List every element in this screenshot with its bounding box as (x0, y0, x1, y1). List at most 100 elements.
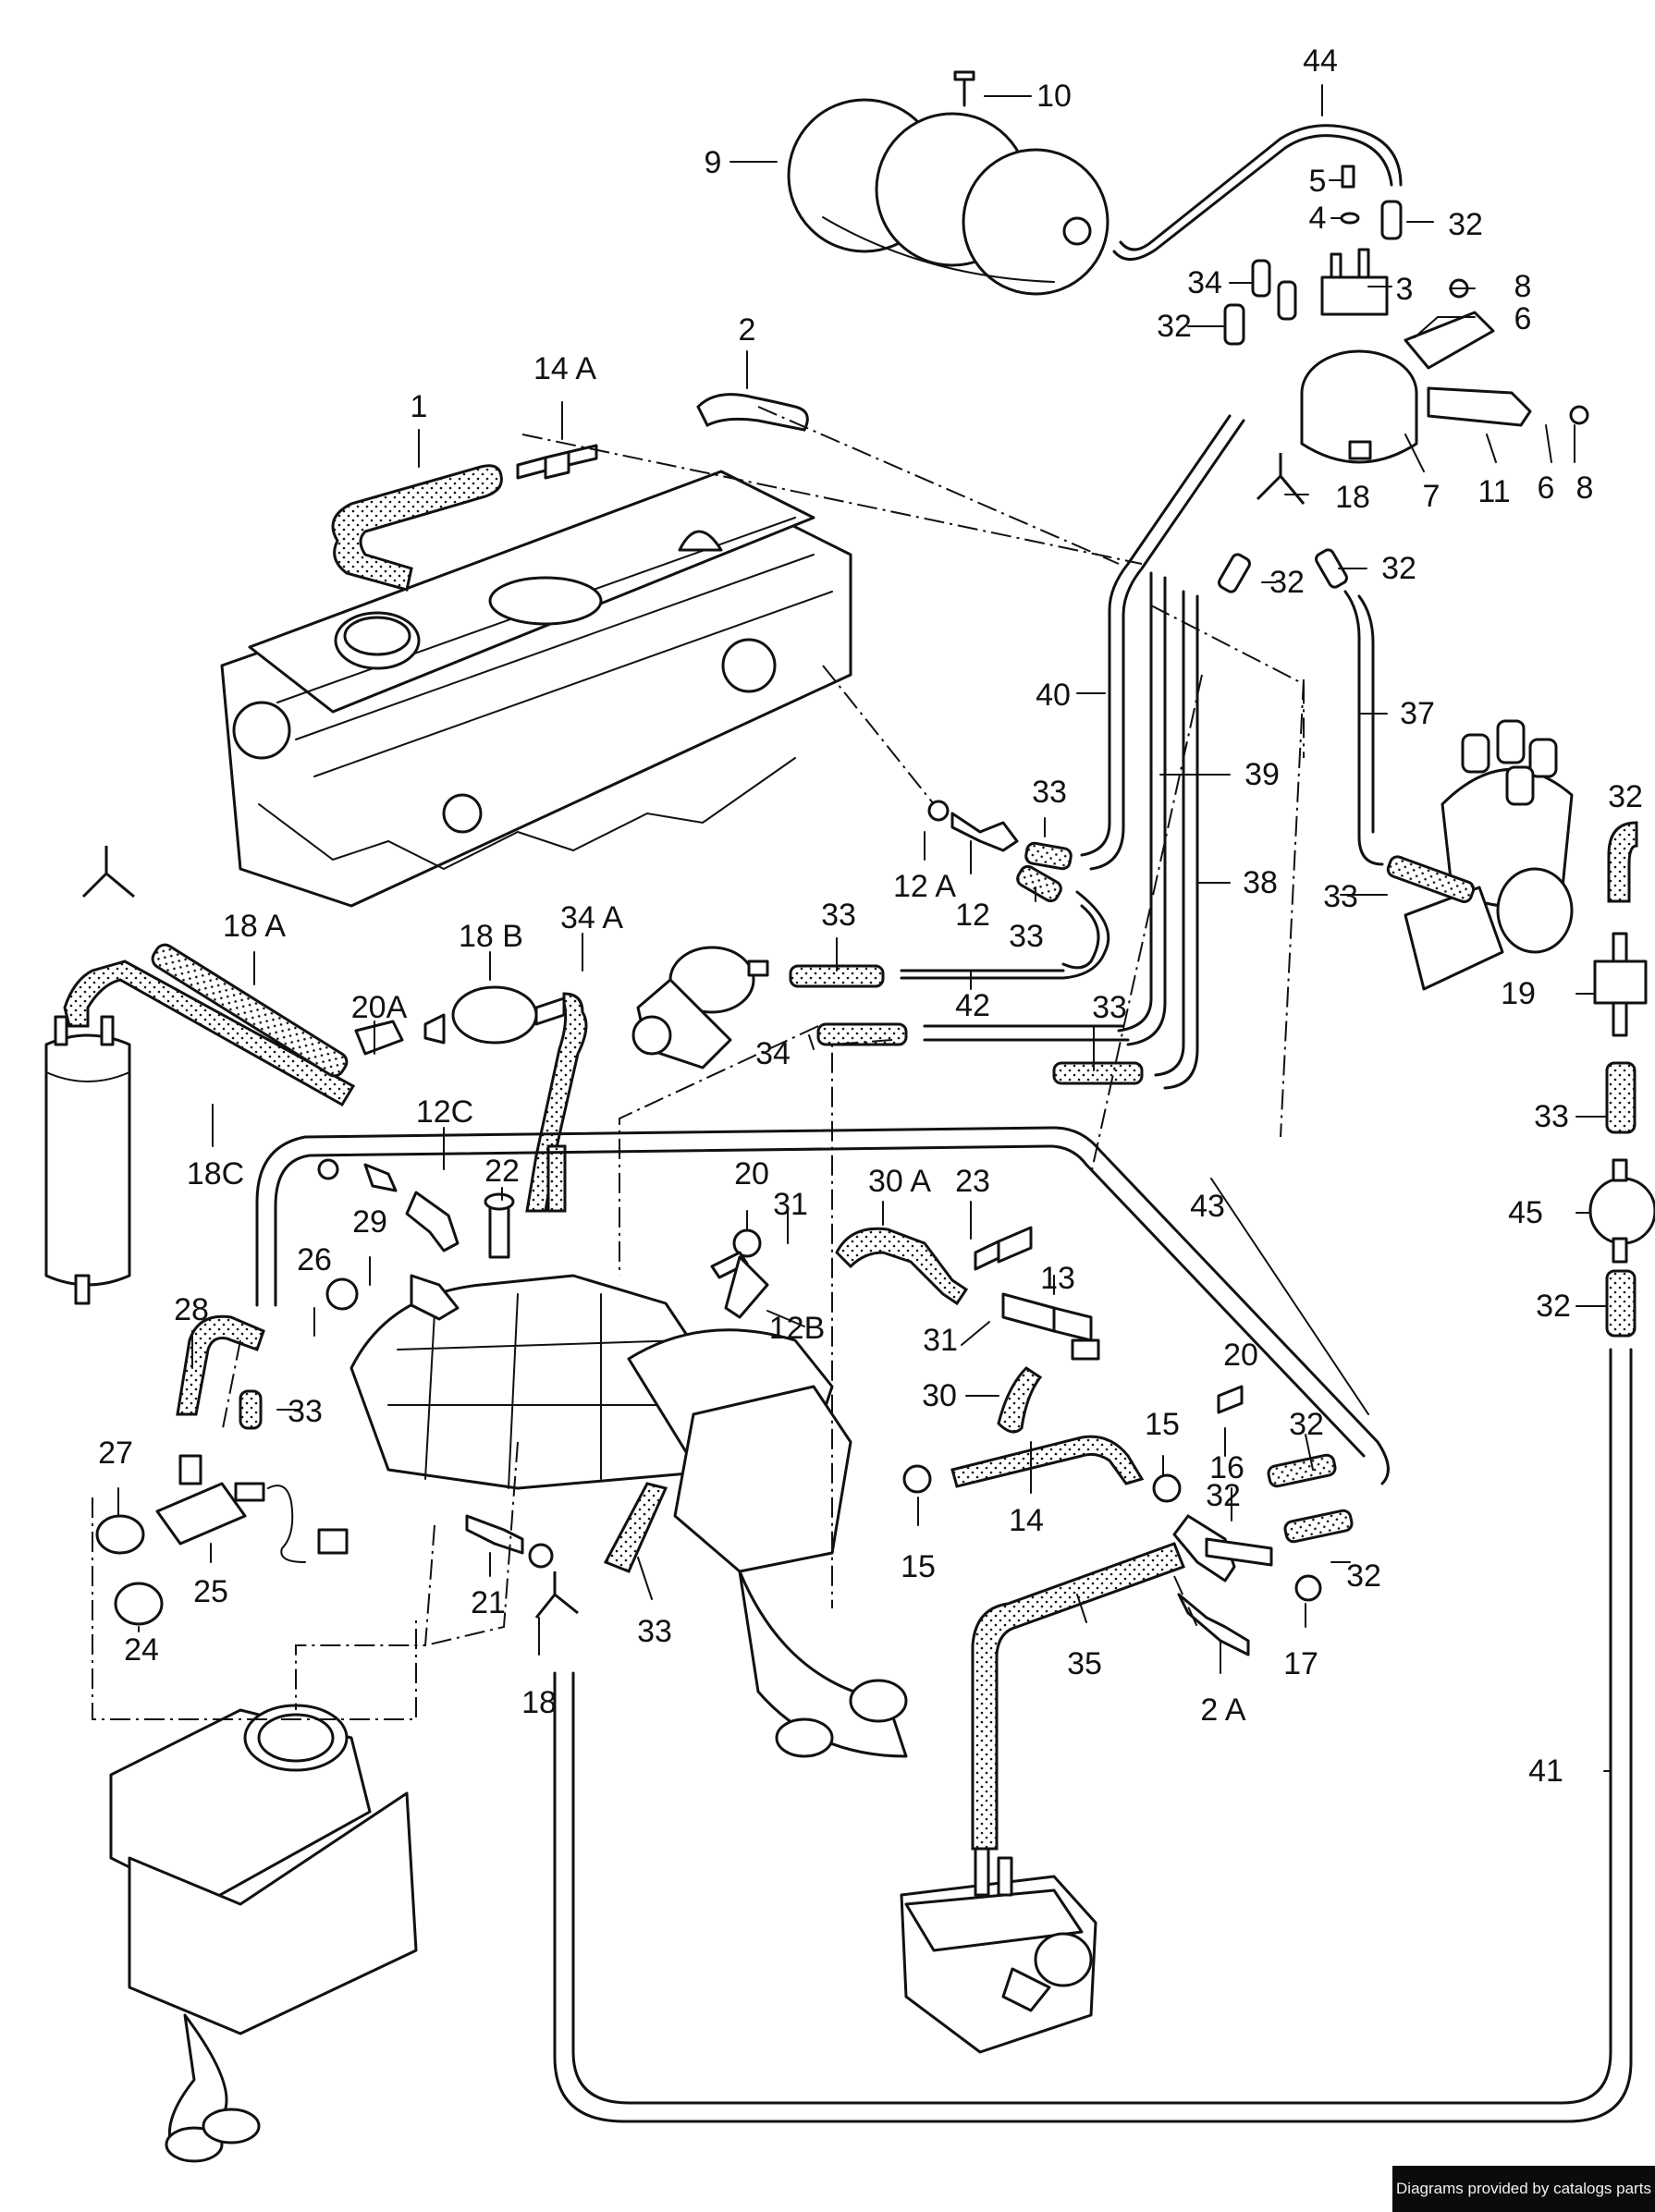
callout-10: 10 (1036, 79, 1072, 114)
callout-24: 24 (124, 1632, 159, 1668)
callout-8-lower: 8 (1575, 471, 1594, 506)
callout-34-middle: 34 (755, 1036, 791, 1071)
callout-16: 16 (1209, 1450, 1244, 1485)
credit-banner: Diagrams provided by catalogs parts (1392, 2166, 1655, 2212)
callout-31-left: 31 (773, 1187, 808, 1222)
callout-33-middle: 33 (821, 898, 856, 933)
callout-8-upper: 8 (1514, 269, 1532, 304)
control-unit (900, 1847, 1097, 2054)
callout-17: 17 (1283, 1646, 1318, 1681)
callout-41: 41 (1528, 1754, 1563, 1789)
callout-2a: 2 A (1200, 1693, 1246, 1728)
callout-31-right: 31 (923, 1323, 958, 1358)
callout-6-upper: 6 (1514, 301, 1532, 336)
callout-7: 7 (1422, 479, 1440, 514)
intake-manifold (349, 1274, 908, 1758)
callout-9: 9 (704, 145, 722, 180)
callout-23: 23 (955, 1164, 990, 1199)
callout-32-top: 32 (1448, 207, 1483, 242)
callout-2: 2 (738, 312, 756, 348)
callout-15-right: 15 (1145, 1407, 1180, 1442)
callout-19: 19 (1501, 976, 1536, 1011)
callout-45: 45 (1508, 1195, 1543, 1230)
callout-26: 26 (297, 1242, 332, 1277)
callout-5: 5 (1308, 164, 1327, 199)
callout-18c: 18C (186, 1156, 245, 1192)
sender-12 (927, 800, 1019, 852)
callout-21: 21 (471, 1585, 506, 1620)
switch-valve-3 (1320, 248, 1389, 316)
callout-20a: 20A (350, 990, 408, 1025)
callout-32-cluster: 32 (1289, 1407, 1324, 1442)
elbow-26 (410, 1274, 460, 1321)
air-flow-meter (109, 1704, 418, 2163)
vacuum-reservoir (787, 98, 1109, 296)
callout-30: 30 (922, 1378, 957, 1413)
callout-33-sender: 33 (1032, 775, 1067, 810)
callout-27: 27 (98, 1436, 133, 1471)
callout-39: 39 (1244, 757, 1280, 792)
canister (44, 1015, 131, 1305)
callout-29: 29 (352, 1204, 387, 1240)
callout-32-distributor: 32 (1608, 779, 1643, 814)
valve-18b (423, 985, 566, 1045)
callout-6-lower: 6 (1537, 471, 1555, 506)
callout-18a: 18 A (222, 909, 287, 944)
callout-30a: 30 A (867, 1164, 932, 1199)
callout-32-left: 32 (1157, 309, 1192, 344)
callout-28: 28 (174, 1292, 209, 1327)
vacuum-unit (1300, 311, 1532, 464)
callout-33-side: 33 (1534, 1099, 1569, 1134)
callout-18-upper: 18 (1335, 480, 1370, 515)
callout-13: 13 (1040, 1261, 1075, 1296)
callout-33-lower: 33 (637, 1614, 672, 1649)
callout-44: 44 (1303, 43, 1338, 79)
tee-fitting-18-lower (534, 1571, 579, 1619)
connector-14a (516, 444, 598, 480)
callout-33-sender-lower: 33 (1009, 919, 1044, 954)
callout-12b: 12B (768, 1311, 826, 1346)
callout-1: 1 (410, 389, 428, 424)
callout-32-side: 32 (1536, 1289, 1571, 1324)
callout-32-right: 32 (1381, 551, 1416, 586)
callout-32-mid: 32 (1269, 565, 1305, 600)
valve-45 (1588, 1158, 1655, 1264)
callout-37: 37 (1400, 696, 1435, 731)
callout-11: 11 (1477, 474, 1511, 509)
screw-10 (953, 70, 975, 107)
callout-25: 25 (193, 1574, 228, 1609)
valve-25 (155, 1454, 265, 1546)
callout-32-lower: 32 (1346, 1558, 1381, 1594)
callout-20-right: 20 (1223, 1338, 1258, 1373)
leader-lines (117, 84, 1612, 1772)
callout-4: 4 (1308, 201, 1327, 236)
callout-22: 22 (484, 1154, 520, 1189)
callout-33-distributor: 33 (1323, 879, 1358, 914)
hose-44 (1112, 134, 1393, 261)
callout-43: 43 (1190, 1189, 1225, 1224)
callout-33-right: 33 (1092, 990, 1127, 1025)
check-valve-19 (1593, 932, 1648, 1037)
callout-42: 42 (955, 988, 990, 1023)
callout-14: 14 (1009, 1503, 1044, 1538)
callout-33-left: 33 (288, 1394, 323, 1429)
callout-18b: 18 B (459, 919, 523, 954)
callout-12: 12 (955, 898, 990, 933)
valve-34a (631, 946, 769, 1069)
callout-14a: 14 A (533, 351, 597, 386)
callout-20-middle: 20 (734, 1156, 769, 1192)
callout-12a: 12 A (892, 869, 957, 904)
callout-40: 40 (1036, 678, 1071, 713)
callout-34-top: 34 (1187, 265, 1222, 300)
callout-15-left: 15 (901, 1549, 936, 1584)
tee-fitting-18 (1256, 453, 1306, 505)
callout-35: 35 (1067, 1646, 1102, 1681)
distributor (1404, 719, 1574, 991)
callout-34a: 34 A (559, 900, 624, 935)
cylinder-head (220, 470, 852, 908)
callout-12c: 12C (415, 1094, 474, 1130)
callout-38: 38 (1243, 865, 1278, 900)
callout-32-extra: 32 (1206, 1478, 1241, 1513)
